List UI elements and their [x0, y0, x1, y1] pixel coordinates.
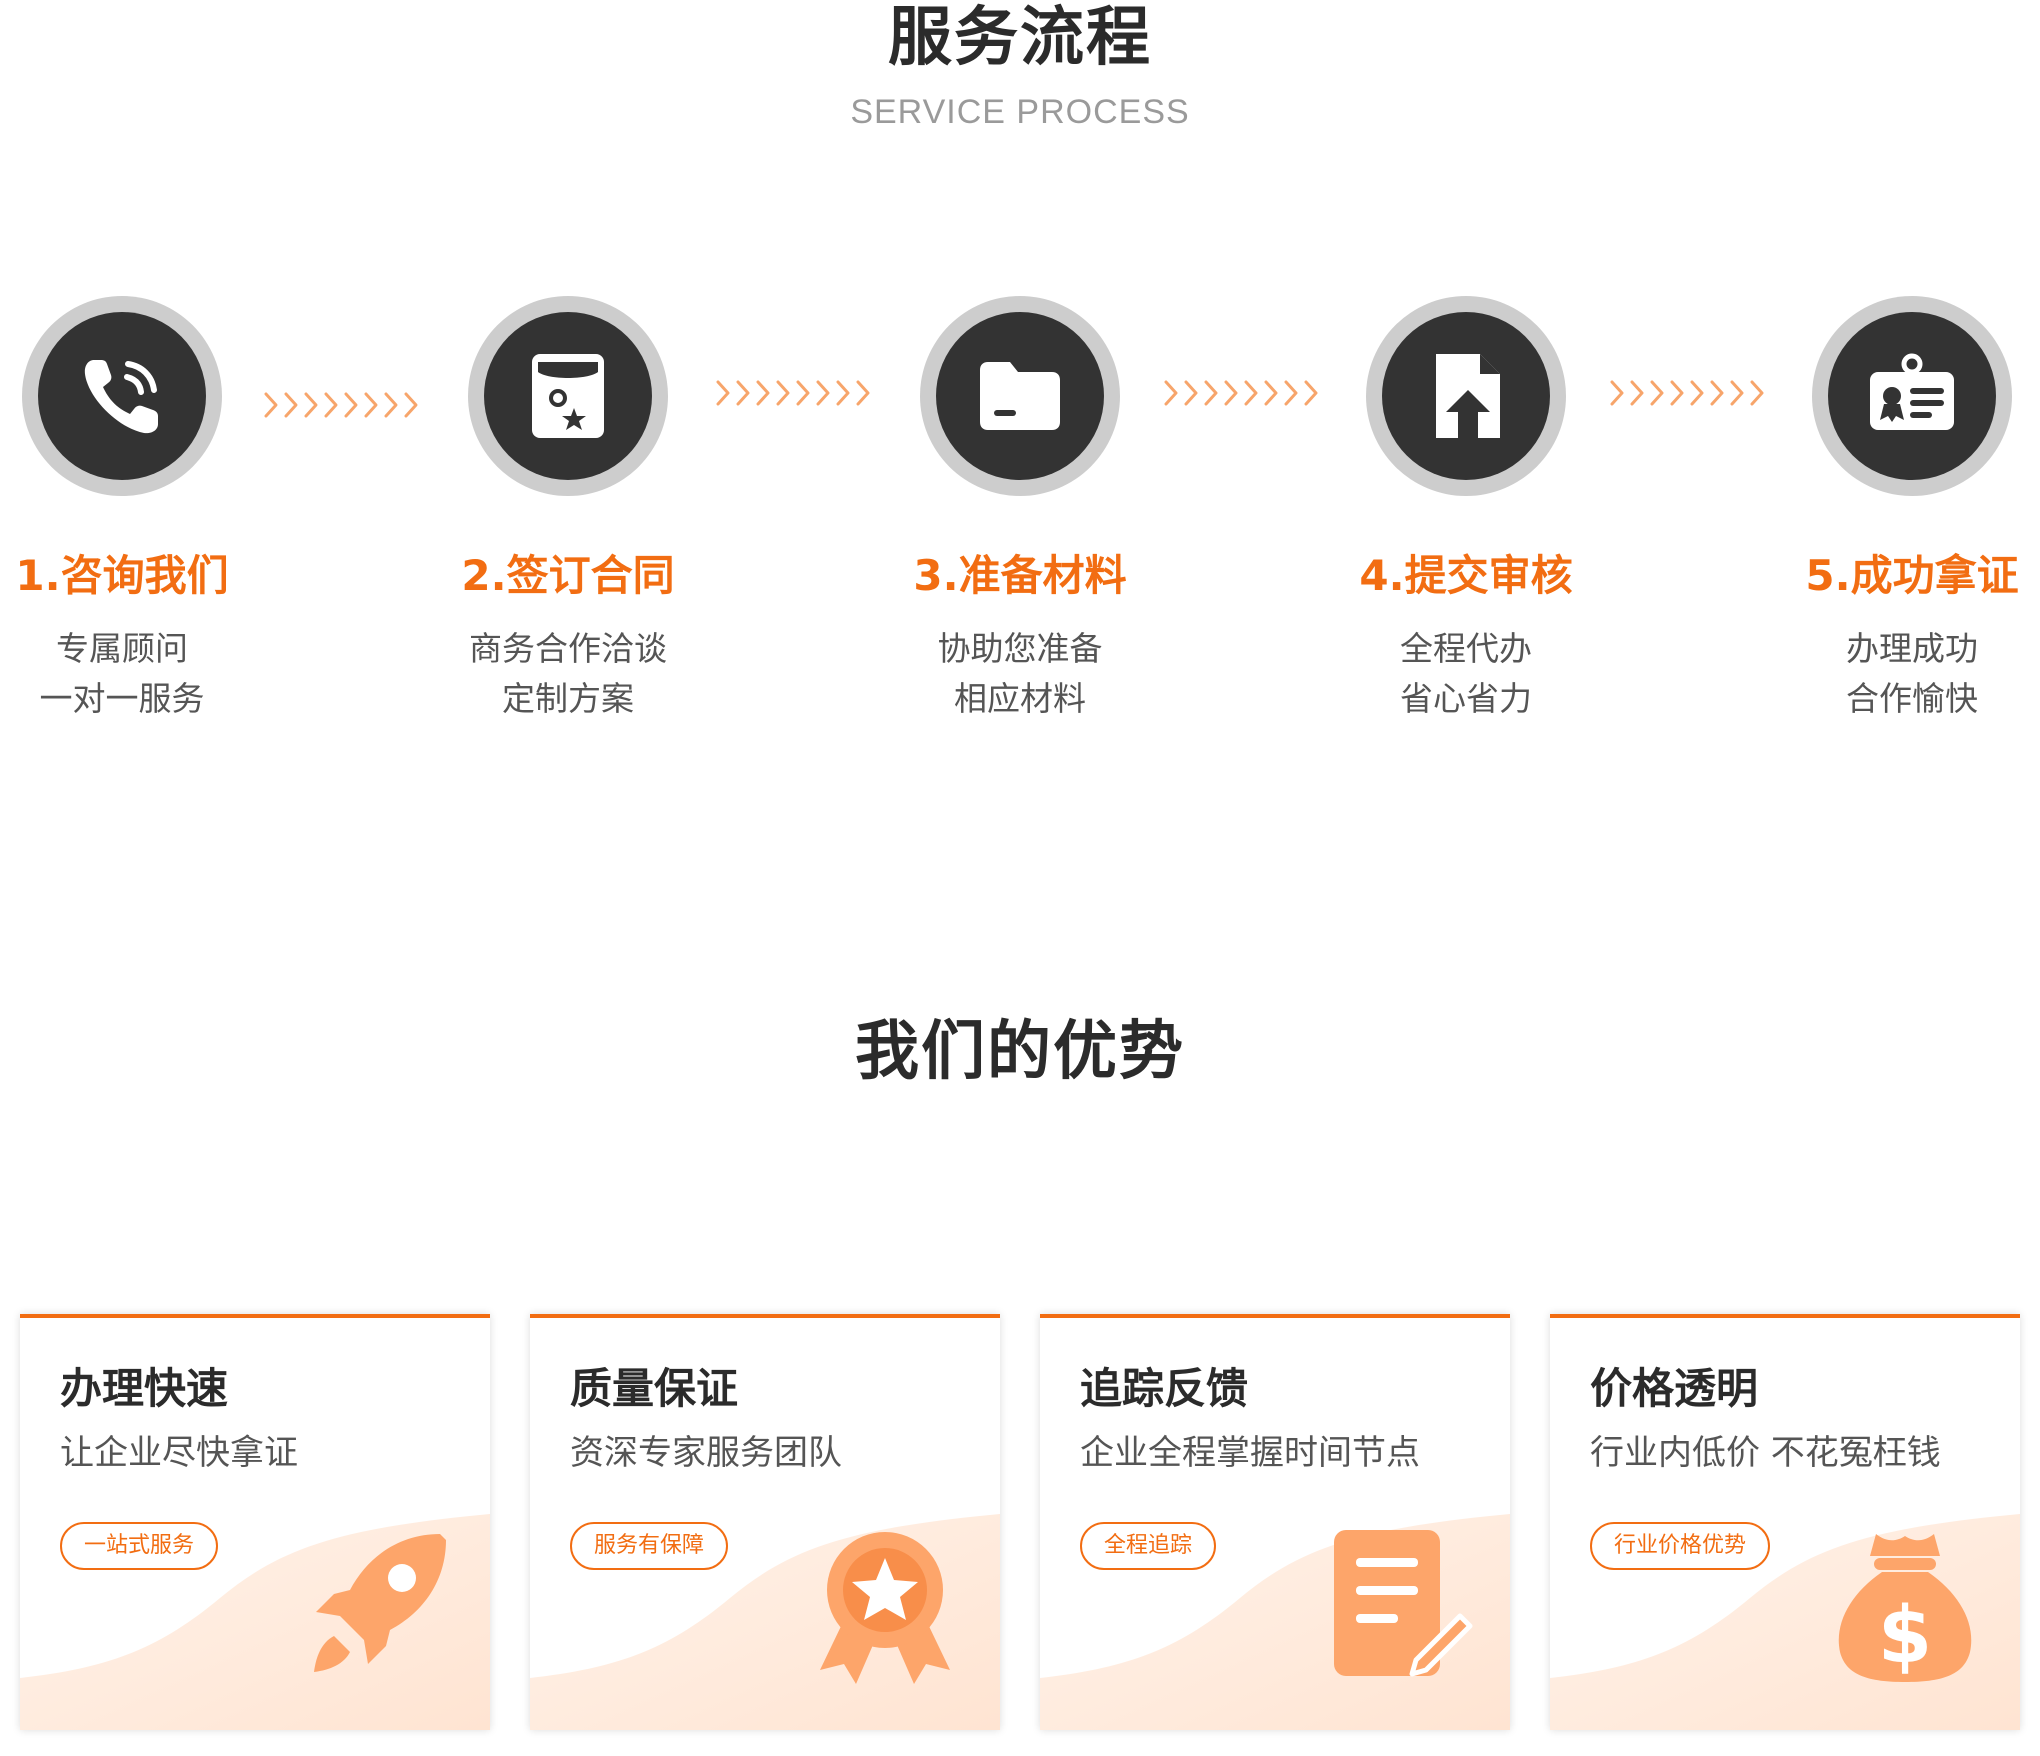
- chevron-arrows-icon: [1610, 380, 1764, 406]
- chevron-arrows-icon: [716, 380, 870, 406]
- step-description-line: 专属顾问: [56, 629, 188, 668]
- step-title: 5.成功拿证: [1805, 551, 2019, 600]
- rocket-icon: [314, 1534, 446, 1672]
- chevron-arrows-icon: [264, 392, 418, 418]
- step-circle: [22, 296, 222, 496]
- document-edit-icon: [1334, 1530, 1473, 1677]
- step-description: 全程代办 省心省力: [1306, 624, 1626, 724]
- card-subtitle: 资深专家服务团队: [570, 1433, 842, 1473]
- step-description-line: 省心省力: [1400, 679, 1532, 718]
- step-circle: [920, 296, 1120, 496]
- card-subtitle: 让企业尽快拿证: [60, 1433, 298, 1473]
- card-subtitle: 行业内低价 不花冤枉钱: [1590, 1433, 1941, 1473]
- step-title: 1.咨询我们: [15, 551, 229, 600]
- svg-text:$: $: [1878, 1591, 1932, 1681]
- step-description: 办理成功 合作愉快: [1752, 624, 2040, 724]
- phone-icon: [84, 360, 158, 434]
- card-tag-button[interactable]: 全程追踪: [1080, 1522, 1217, 1570]
- step-description-line: 协助您准备: [937, 629, 1103, 668]
- card-title: 办理快速: [60, 1364, 229, 1413]
- id-card-icon: [1870, 353, 1954, 430]
- medal-icon: [820, 1532, 950, 1684]
- step-circle: [468, 296, 668, 496]
- step-description: 专属顾问 一对一服务: [0, 624, 282, 724]
- step-description-line: 商务合作洽谈: [469, 629, 667, 668]
- step-description-line: 一对一服务: [39, 679, 205, 718]
- card-subtitle: 企业全程掌握时间节点: [1080, 1433, 1420, 1473]
- step-description: 协助您准备 相应材料: [860, 624, 1180, 724]
- step-description-line: 合作愉快: [1846, 679, 1978, 718]
- card-title: 价格透明: [1590, 1364, 1759, 1413]
- step-description-line: 相应材料: [954, 679, 1086, 718]
- card-title: 质量保证: [570, 1364, 739, 1413]
- upload-file-icon: [1436, 354, 1500, 438]
- card-title: 追踪反馈: [1080, 1364, 1249, 1413]
- step-description-line: 全程代办: [1400, 629, 1532, 668]
- step-title: 4.提交审核: [1359, 551, 1573, 600]
- advantage-card-tracking: 追踪反馈 企业全程掌握时间节点 全程追踪: [1040, 1314, 1510, 1730]
- money-bag-icon: $: [1838, 1534, 1972, 1682]
- process-title: 服务流程: [888, 1, 1152, 75]
- card-tag-button[interactable]: 服务有保障: [570, 1522, 729, 1570]
- step-circle: [1366, 296, 1566, 496]
- advantage-card-price: 价格透明 行业内低价 不花冤枉钱 行业价格优势 $: [1550, 1314, 2020, 1730]
- card-tag-button[interactable]: 行业价格优势: [1590, 1522, 1771, 1570]
- card-tag-button[interactable]: 一站式服务: [60, 1522, 219, 1570]
- step-description: 商务合作洽谈 定制方案: [408, 624, 728, 724]
- process-subtitle: SERVICE PROCESS: [850, 93, 1190, 131]
- step-title: 2.签订合同: [461, 551, 675, 600]
- contract-icon: [532, 354, 604, 438]
- folder-icon: [980, 362, 1060, 430]
- chevron-arrows-icon: [1164, 380, 1318, 406]
- advantage-card-fast: 办理快速 让企业尽快拿证 一站式服务: [20, 1314, 490, 1730]
- advantage-card-quality: 质量保证 资深专家服务团队 服务有保障: [530, 1314, 1000, 1730]
- advantages-title: 我们的优势: [855, 1015, 1185, 1089]
- step-circle: [1812, 296, 2012, 496]
- step-title: 3.准备材料: [913, 551, 1127, 600]
- step-description-line: 定制方案: [502, 679, 634, 718]
- step-description-line: 办理成功: [1846, 629, 1978, 668]
